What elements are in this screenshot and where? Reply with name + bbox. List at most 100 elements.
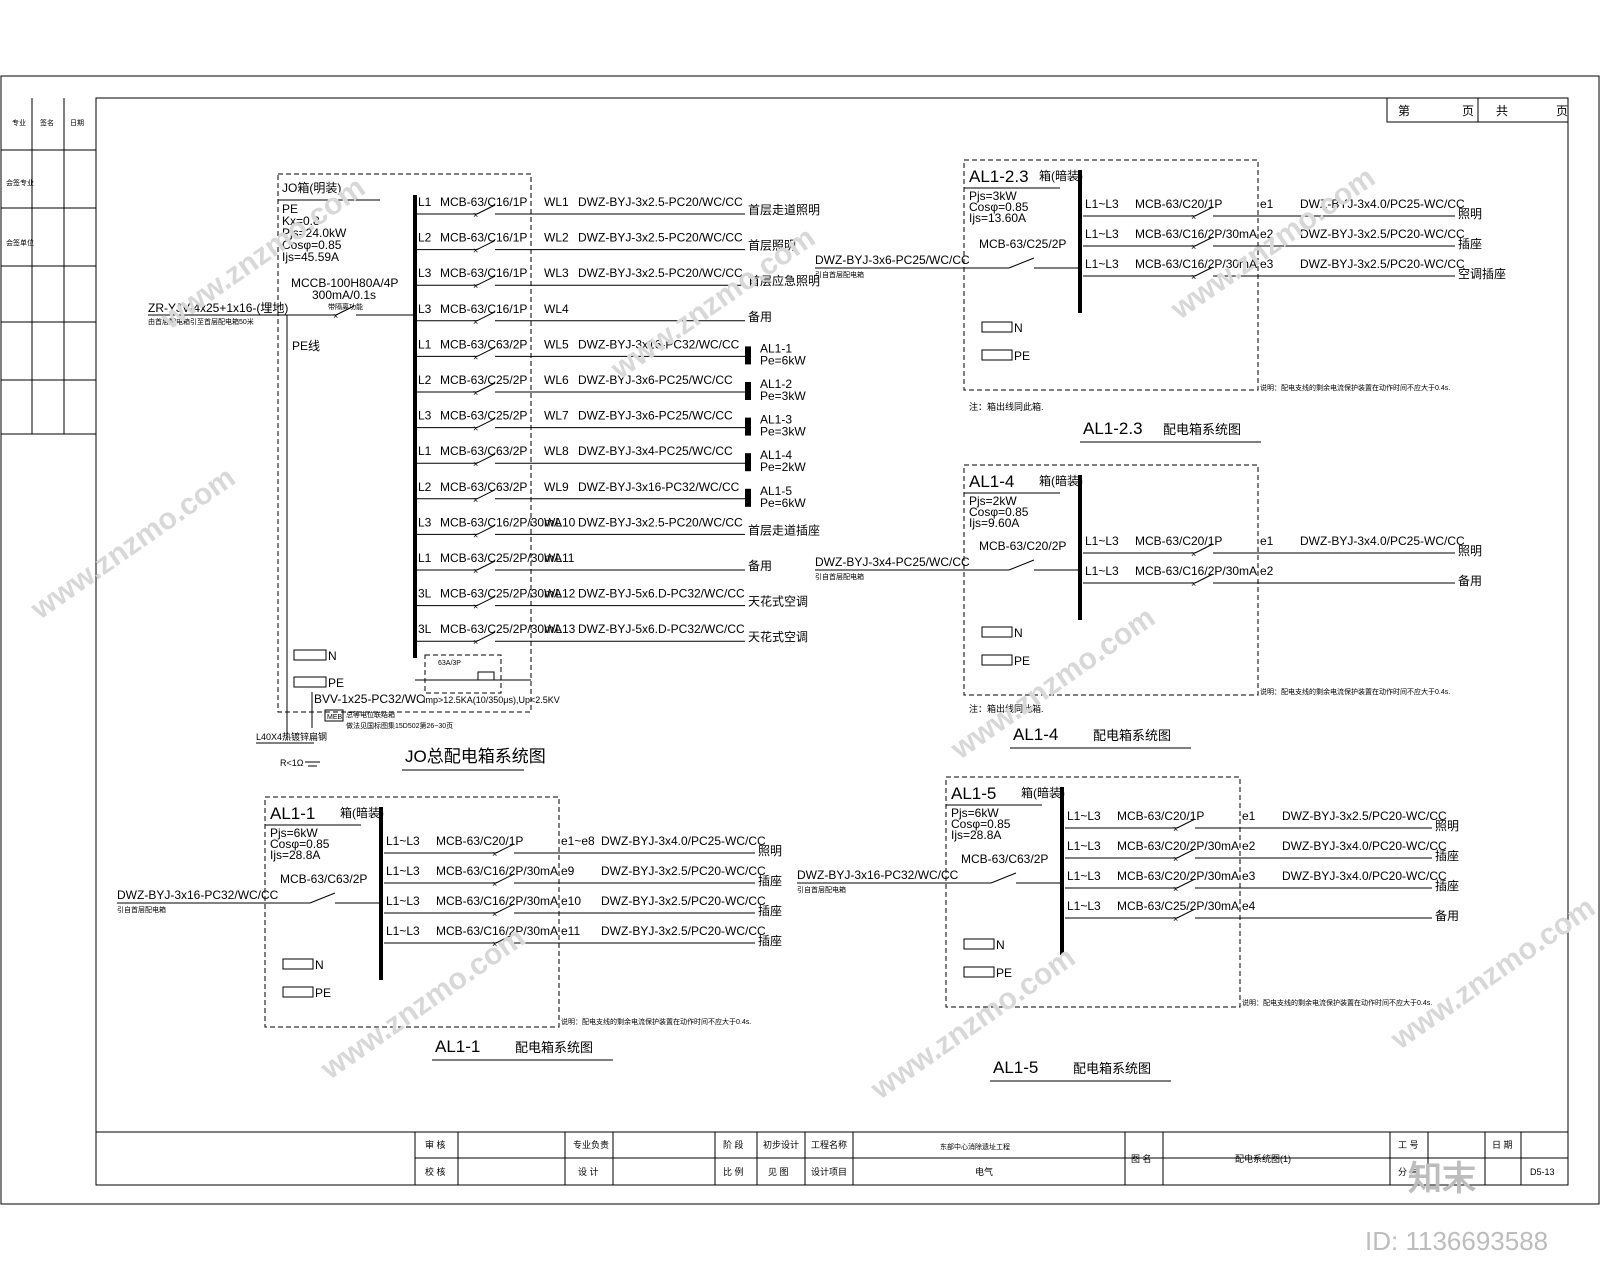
n-label: N	[996, 938, 1005, 952]
panel-note: 注：箱出线同此箱.	[969, 703, 1044, 714]
sub-panel-marker	[745, 417, 751, 436]
jo-ijs: Ijs=45.59A	[282, 250, 339, 264]
panel-name: AL1-1	[435, 1037, 480, 1056]
jo-kx: Kx=0.8	[282, 214, 320, 228]
branch-circuit: e2	[1242, 839, 1256, 853]
branch-phase: L1~L3	[1067, 869, 1101, 883]
branch-load: 插座	[758, 903, 782, 918]
jo-row-phase: L2	[418, 373, 432, 387]
branch-circuit: e1	[1260, 534, 1274, 548]
branch-phase: L1~L3	[386, 894, 420, 908]
branch-phase: L1~L3	[1085, 534, 1119, 548]
jo-row-cable: DWZ-BYJ-3x2.5-PC20/WC/CC	[578, 231, 743, 245]
jo-row-phase: 3L	[418, 622, 432, 636]
branch-breaker: MCB-63/C16/2P/30mA	[1135, 227, 1257, 241]
branch-load: 插座	[758, 933, 782, 948]
svg-text:×: ×	[333, 311, 338, 321]
panel-description: 说明：配电支线的剩余电流保护装置在动作时间不应大于0.4s.	[1260, 383, 1450, 392]
jo-row-load: 天花式空调	[748, 594, 808, 609]
jo-row-load: 首层照明	[748, 239, 796, 253]
tb-major-lead: 专业负责	[573, 1139, 609, 1150]
svg-text:×: ×	[1191, 242, 1196, 252]
page-unit-2: 页	[1556, 104, 1568, 118]
jo-main-note: 带隔离功能	[328, 302, 363, 311]
branch-phase: L1~L3	[386, 864, 420, 878]
panel-cos: Cosφ=0.85	[969, 200, 1029, 214]
n-label: N	[315, 958, 324, 972]
jo-row-phase: L3	[418, 302, 432, 316]
panel-pjs: Pjs=6kW	[951, 806, 999, 820]
branch-phase: L1~L3	[386, 924, 420, 938]
panel-name-2: 配电箱系统图	[1073, 1061, 1151, 1076]
branch-breaker: MCB-63/C20/1P	[1135, 534, 1222, 548]
jo-row-phase: L3	[418, 266, 432, 280]
strip-label-3: 会签专业	[6, 178, 34, 187]
jo-row-phase: L2	[418, 480, 432, 494]
branch-phase: L1~L3	[1085, 197, 1119, 211]
branch-circuit: e4	[1242, 899, 1256, 913]
watermark-4: www.znzmo.com	[24, 461, 241, 627]
n-terminal	[293, 649, 327, 661]
page-total-label: 共	[1496, 104, 1508, 118]
tb-review: 审 核	[425, 1139, 446, 1150]
image-id: ID: 1136693588	[1365, 1226, 1548, 1256]
branch-circuit: e2	[1260, 227, 1274, 241]
panel-box	[264, 796, 560, 1028]
branch-circuit: e9	[561, 864, 575, 878]
branch-load: 备用	[1458, 574, 1482, 588]
jo-row-cable: DWZ-BYJ-5x6.D-PC32/WC/CC	[578, 587, 745, 601]
panel-box	[963, 159, 1259, 391]
panel-ijs: Ijs=28.8A	[270, 848, 320, 862]
branch-phase: L1~L3	[1085, 257, 1119, 271]
pe-label: PE	[996, 966, 1012, 980]
panel-box	[963, 464, 1259, 696]
panel-name: AL1-4	[1013, 725, 1058, 744]
panel-name-2: 配电箱系统图	[515, 1040, 593, 1055]
strip-label-1: 签名	[40, 118, 54, 127]
sub-panel-marker	[745, 453, 751, 472]
jo-row-subpanel-pe: Pe=6kW	[760, 353, 806, 367]
panel-feed-cable: DWZ-BYJ-3x4-PC25/WC/CC	[815, 555, 970, 569]
jo-row-breaker: MCB-63/C16/2P/30mA	[440, 515, 562, 529]
panel-box	[945, 776, 1241, 1008]
spd-spec: Imp>12.5KA(10/350μs),Up<2.5KV	[423, 695, 560, 705]
jo-pe: PE	[282, 202, 298, 216]
panel-title: AL1-4	[969, 472, 1014, 491]
branch-cable: DWZ-BYJ-3x2.5/PC20-WC/CC	[1282, 809, 1447, 823]
branch-load: 照明	[1458, 207, 1482, 221]
svg-text:×: ×	[473, 388, 478, 398]
jo-row-breaker: MCB-63/C25/2P/30mA	[440, 622, 562, 636]
pe-terminal	[282, 986, 314, 998]
panel-name-2: 配电箱系统图	[1163, 422, 1241, 437]
jo-row-breaker: MCB-63/C25/2P/30mA	[440, 551, 562, 565]
jo-row-cable: DWZ-BYJ-3x16-PC32/WC/CC	[578, 480, 740, 494]
n-label: N	[328, 649, 337, 663]
tb-split: 分 号	[1398, 1167, 1419, 1177]
n-label: N	[1014, 626, 1023, 640]
jo-title: JO箱(明装)	[282, 180, 341, 195]
panel-main-breaker: MCB-63/C63/2P	[961, 852, 1048, 866]
tb-check: 校 核	[425, 1166, 446, 1177]
tb-sub-val: 电气	[975, 1166, 993, 1177]
watermark-6: www.znzmo.com	[314, 921, 531, 1087]
tb-stage: 阶 段	[723, 1139, 744, 1150]
jo-main-rcd: 300mA/0.1s	[312, 288, 376, 302]
panel-main-breaker: MCB-63/C20/2P	[979, 539, 1066, 553]
branch-cable: DWZ-BYJ-3x2.5/PC20-WC/CC	[601, 864, 766, 878]
jo-row-circuit: WL2	[544, 231, 569, 245]
jo-row-circuit: WL8	[544, 444, 569, 458]
jo-row-phase: L1	[418, 195, 432, 209]
branch-cable: DWZ-BYJ-3x4.0/PC20-WC/CC	[1282, 839, 1447, 853]
jo-row-circuit: WL1	[544, 195, 569, 209]
jo-row-phase: L1	[418, 444, 432, 458]
tb-scale: 比 例	[723, 1166, 744, 1177]
jo-row-cable: DWZ-BYJ-3x2.5-PC20/WC/CC	[578, 515, 743, 529]
tb-scale-val: 见 图	[768, 1167, 789, 1177]
panel-feed-note: 引自首层配电箱	[815, 270, 864, 279]
